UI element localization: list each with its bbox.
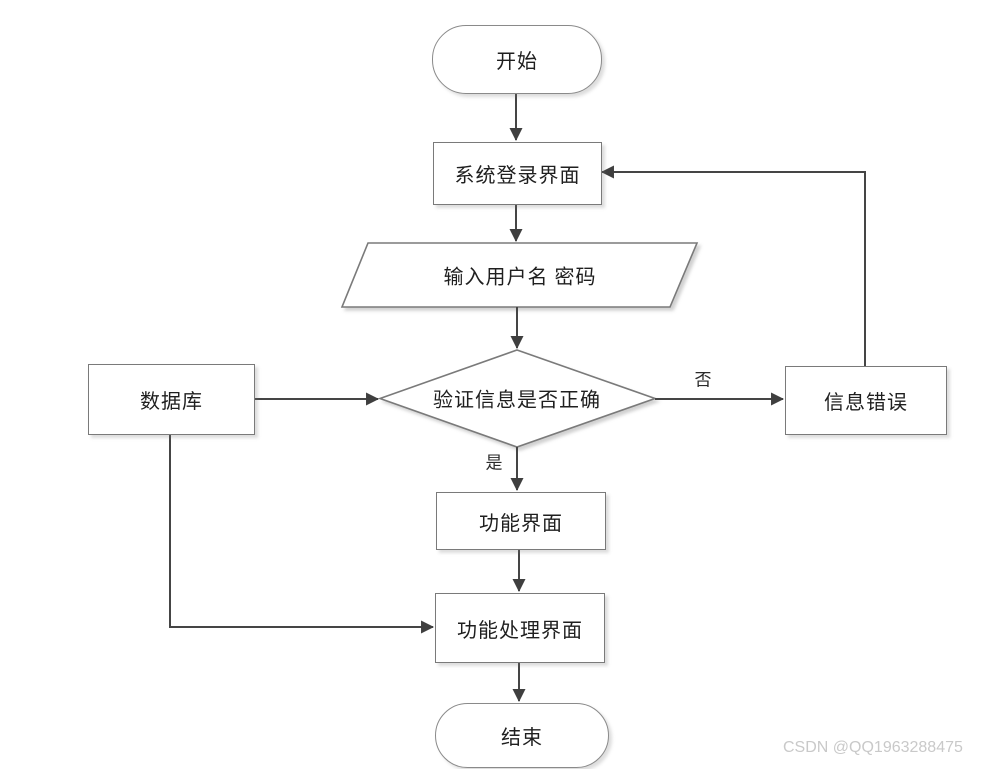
watermark: CSDN @QQ1963288475 xyxy=(783,739,963,756)
node-input-credentials-label: 输入用户名 密码 xyxy=(443,266,597,289)
node-function-process-screen: 功能处理界面 xyxy=(435,593,605,663)
node-error-info: 信息错误 xyxy=(785,366,947,435)
edge-database-to-process xyxy=(169,433,435,634)
node-verify-decision-label: 验证信息是否正确 xyxy=(433,389,601,412)
node-function-screen: 功能界面 xyxy=(436,492,606,550)
node-end: 结束 xyxy=(435,703,609,768)
edge-label-yes: 是 xyxy=(485,453,503,473)
edge-error-to-login xyxy=(600,165,866,366)
node-database: 数据库 xyxy=(88,364,255,435)
edge-label-no: 否 xyxy=(694,370,712,390)
node-login-screen: 系统登录界面 xyxy=(433,142,602,205)
node-input-shape xyxy=(340,242,699,308)
node-start: 开始 xyxy=(432,25,602,94)
